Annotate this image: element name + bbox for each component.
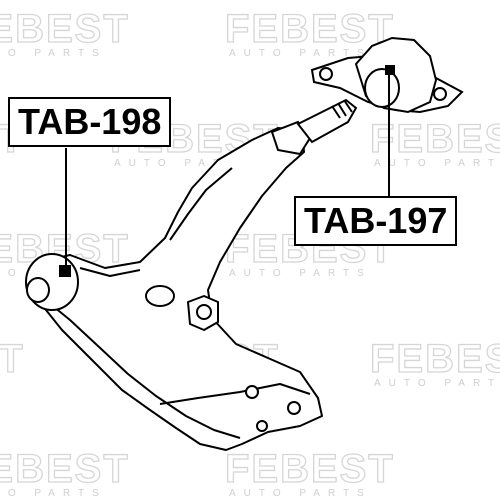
watermark-tagline: AUTO PARTS — [0, 158, 2, 169]
part-callout-tab-198: TAB-198 — [8, 97, 172, 147]
arm-bolt-hole-1 — [245, 385, 259, 399]
rear-bushing — [310, 36, 464, 114]
watermark-brand: FEBEST — [370, 337, 500, 381]
leader-lines — [65, 72, 390, 270]
watermark-brand: FEBEST — [225, 447, 395, 491]
watermark-tagline: AUTO PARTS — [0, 488, 107, 499]
rear-bracket-bolt-right — [433, 87, 447, 101]
ball-joint — [270, 98, 358, 156]
part-callout-tab-197: TAB-197 — [294, 196, 458, 246]
ball-joint-housing — [270, 120, 312, 156]
arm-hole — [145, 285, 175, 307]
front-bushing — [25, 253, 79, 311]
watermark-tagline: AUTO PARTS — [229, 488, 372, 499]
arm-edge-lower — [159, 383, 311, 405]
watermark-tagline: AUTO PARTS — [374, 158, 500, 169]
ball-joint-thread — [331, 99, 353, 119]
watermark-brand: FEBEST — [225, 7, 395, 51]
watermark-tagline: AUTO PARTS — [0, 48, 107, 59]
rear-bracket-bolt-left — [319, 67, 333, 81]
watermark-brand: FEBEST — [0, 447, 130, 491]
arm-bolt-hole-3 — [256, 420, 268, 432]
arm-bolt-hole-2 — [287, 401, 301, 415]
watermark-brand: FEBEST — [0, 337, 25, 381]
arm-mount-boss-hole — [196, 304, 212, 320]
watermark-tagline: AUTO PARTS — [0, 378, 2, 389]
watermark-tagline: AUTO PARTS — [114, 158, 257, 169]
watermark-tagline: AUTO PARTS — [229, 48, 372, 59]
rear-bushing-bore — [364, 68, 400, 108]
watermark-brand: FEBEST — [370, 117, 500, 161]
arm-rib — [79, 167, 233, 277]
watermark-brand: FEBEST — [0, 7, 130, 51]
arm-body — [39, 127, 323, 451]
front-bushing-inner — [26, 277, 50, 303]
arm-flange — [47, 301, 241, 439]
control-arm — [39, 127, 323, 451]
watermark-tagline: AUTO PARTS — [229, 268, 372, 279]
watermark-tagline: AUTO PARTS — [374, 378, 500, 389]
